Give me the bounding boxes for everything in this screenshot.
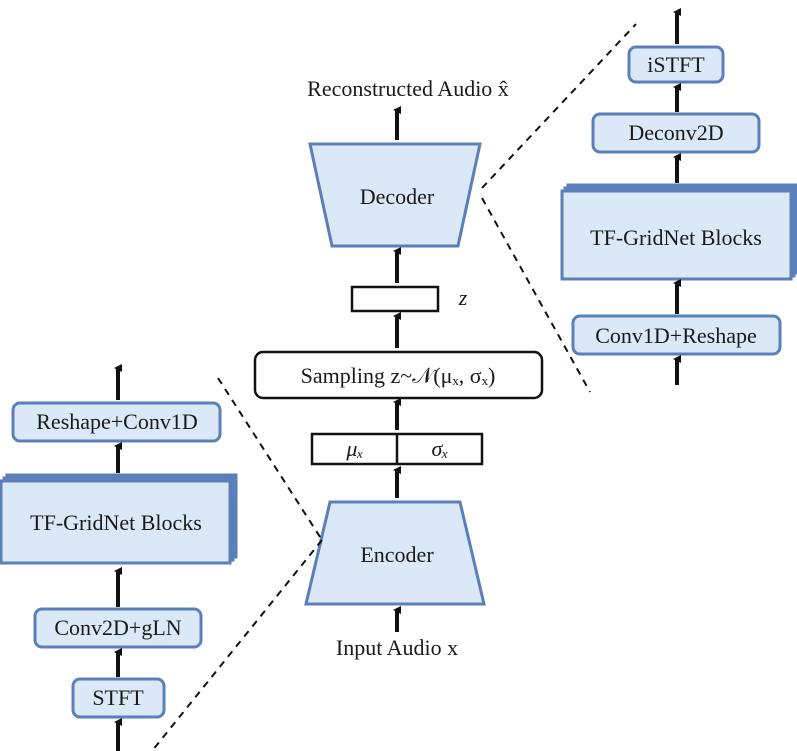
dash-encoder-top	[217, 377, 323, 541]
output-audio-label: Reconstructed Audio x̂	[307, 76, 509, 101]
deconv2d-label: Deconv2D	[628, 120, 724, 145]
mu-label: μₓ	[346, 436, 364, 461]
reshape-conv1d-label: Reshape+Conv1D	[36, 409, 198, 434]
sampling-label: Sampling z~𝒩(μₓ, σₓ)	[300, 363, 496, 388]
encoder-label: Encoder	[360, 542, 434, 567]
reshape-conv1d-box	[11, 401, 222, 443]
dash-encoder-bottom	[151, 539, 323, 751]
decoder-shape	[308, 142, 482, 248]
dash-decoder-bottom	[481, 197, 591, 393]
conv1d-reshape-label: Conv1D+Reshape	[595, 323, 757, 348]
dash-decoder-top	[481, 23, 637, 189]
tf-gridnet-enc-label: TF-GridNet Blocks	[30, 510, 202, 535]
z-box	[350, 285, 440, 313]
encoder-shape	[304, 500, 486, 606]
conv2d-gln-box	[33, 607, 203, 649]
input-audio-label: Input Audio x	[335, 635, 459, 660]
stft-box	[71, 677, 166, 719]
conv1d-reshape-box	[571, 314, 782, 356]
sigma-label: σₓ	[431, 436, 449, 461]
conv2d-gln-label: Conv2D+gLN	[54, 615, 182, 640]
tf-gridnet-enc-box	[0, 479, 232, 565]
tf-gridnet-dec-label: TF-GridNet Blocks	[590, 225, 762, 250]
stft-label: STFT	[92, 685, 144, 710]
tf-gridnet-dec-box	[560, 189, 793, 281]
deconv2d-box	[591, 112, 761, 154]
decoder-label: Decoder	[359, 184, 435, 209]
z-label: z	[458, 285, 468, 310]
istft-box	[627, 45, 725, 84]
istft-label: iSTFT	[647, 52, 705, 77]
